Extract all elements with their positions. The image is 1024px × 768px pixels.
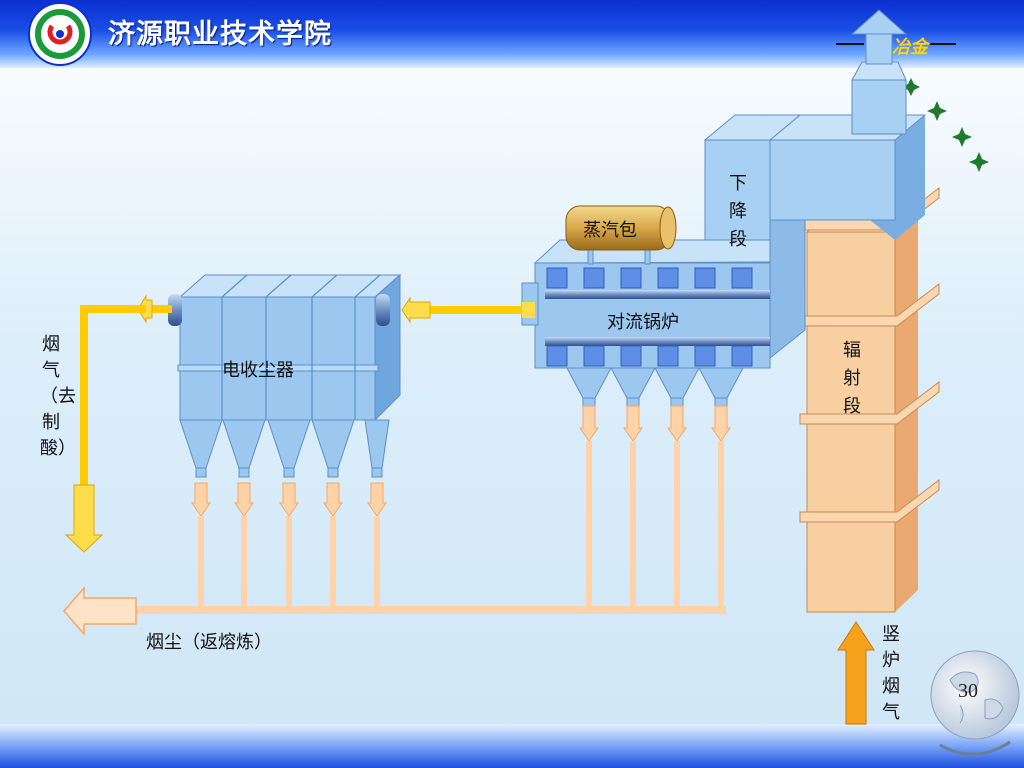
dust-arrow xyxy=(579,405,599,442)
dust-pipe xyxy=(586,441,592,611)
boiler-hoppers xyxy=(566,367,744,407)
dust-arrow xyxy=(191,482,211,517)
sparkle-icon xyxy=(902,78,989,172)
label-flue-gas-to-acid: 烟气（去制酸） xyxy=(40,334,76,459)
stack xyxy=(850,9,908,135)
dust-arrow xyxy=(623,405,643,442)
dust-pipe xyxy=(198,516,204,611)
furnace-gas-arrow xyxy=(837,621,875,725)
boiler-tube xyxy=(546,267,568,289)
boiler-tube xyxy=(731,267,753,289)
dust-pipe xyxy=(718,441,724,611)
hopper-outlet xyxy=(327,467,339,478)
label-steam-drum: 蒸汽包 xyxy=(583,220,637,241)
label-downcomer-section: 下降段 xyxy=(729,173,747,250)
hopper xyxy=(566,367,612,399)
flue-gas-path xyxy=(64,294,535,553)
label-convection-boiler: 对流锅炉 xyxy=(607,312,679,333)
hopper xyxy=(654,367,700,399)
boiler-tube xyxy=(546,345,568,367)
dust-arrow xyxy=(279,482,299,517)
dust-pipe xyxy=(286,516,292,611)
hopper xyxy=(698,367,744,399)
dust-arrow xyxy=(234,482,254,517)
department-rule xyxy=(836,43,956,45)
label-electrostatic-precipitator: 电收尘器 xyxy=(222,360,294,381)
hopper xyxy=(311,419,355,469)
label-shaft-furnace-gas: 竖炉烟气 xyxy=(882,624,900,723)
globe-icon xyxy=(930,650,1020,756)
dust-arrow xyxy=(323,482,343,517)
hopper-outlet xyxy=(238,467,250,478)
dust-pipe xyxy=(241,516,247,611)
electrostatic-precipitator xyxy=(168,273,402,422)
footer-bar xyxy=(0,724,1024,768)
hopper xyxy=(222,419,266,469)
hopper xyxy=(179,419,223,469)
dust-pipe xyxy=(630,441,636,611)
hopper-outlet xyxy=(371,467,383,478)
school-name: 济源职业技术学院 xyxy=(108,19,332,50)
precipitator-hoppers xyxy=(179,419,390,478)
hopper-outlet xyxy=(283,467,295,478)
hopper-outlet xyxy=(582,397,596,407)
dust-return-pipes xyxy=(191,405,731,611)
hopper-outlet xyxy=(626,397,640,407)
boiler-tube-rows xyxy=(546,267,753,367)
steam-drum xyxy=(565,205,677,265)
school-logo-icon xyxy=(28,2,92,66)
dust-pipe xyxy=(374,516,380,611)
hopper xyxy=(610,367,656,399)
dust-pipe xyxy=(674,441,680,611)
dust-arrow xyxy=(367,482,387,517)
hopper xyxy=(364,419,390,469)
boiler-tube xyxy=(657,345,679,367)
boiler-tube xyxy=(694,345,716,367)
dust-arrow xyxy=(711,405,731,442)
dust-arrow xyxy=(667,405,687,442)
label-dust-return: 烟尘（返熔炼） xyxy=(146,632,272,653)
hopper xyxy=(267,419,311,469)
page-number: 30 xyxy=(958,680,978,702)
hopper-outlet xyxy=(195,467,207,478)
boiler-tube xyxy=(620,345,642,367)
department-label: 冶金 xyxy=(892,37,928,58)
boiler-tube xyxy=(694,267,716,289)
boiler-tube xyxy=(583,345,605,367)
boiler-tube xyxy=(583,267,605,289)
radiation-section xyxy=(799,186,940,613)
boiler-tube xyxy=(657,267,679,289)
label-radiation-section: 辐射段 xyxy=(843,340,861,417)
dust-pipe xyxy=(330,516,336,611)
dust-collector-line xyxy=(63,585,726,637)
hopper-outlet xyxy=(670,397,684,407)
boiler-tube xyxy=(731,345,753,367)
boiler-tube xyxy=(620,267,642,289)
hopper-outlet xyxy=(714,397,728,407)
